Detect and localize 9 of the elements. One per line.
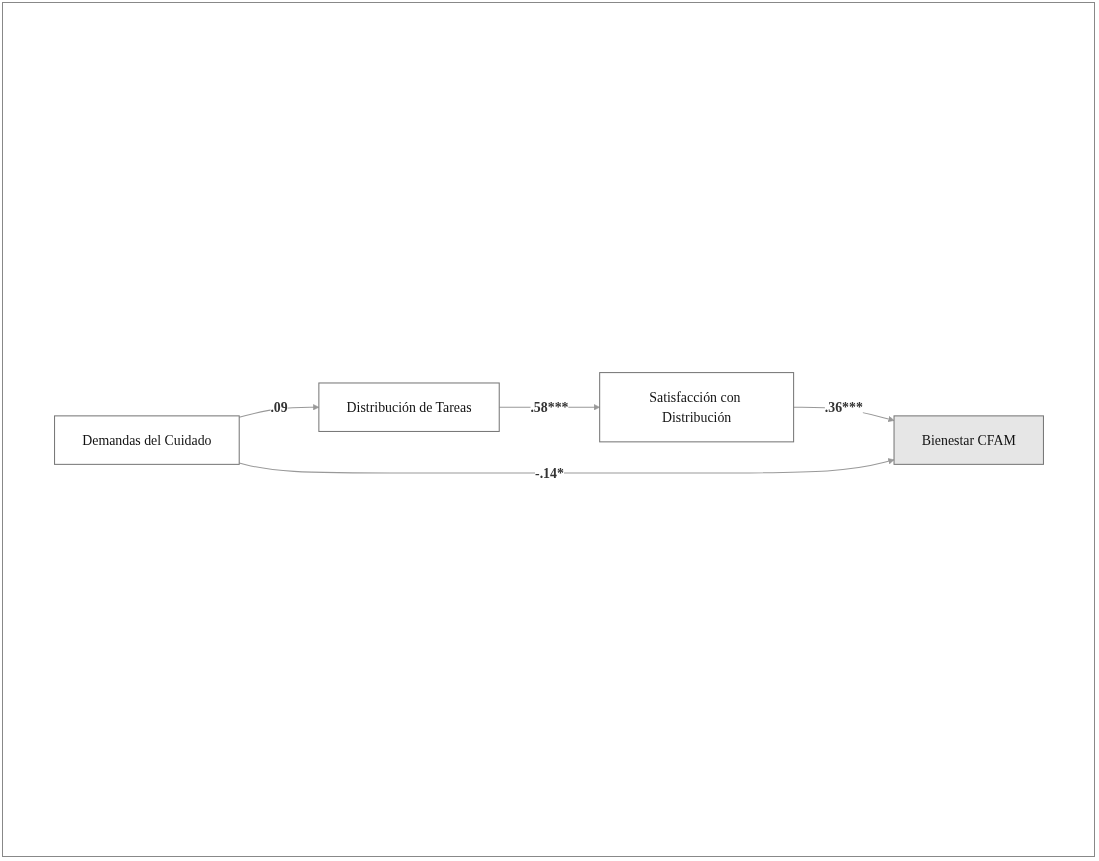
edge-label: .58*** <box>529 399 568 415</box>
arrow <box>238 457 894 474</box>
node-box: Satisfacción con Distribución <box>598 371 794 442</box>
edge-label: .36*** <box>824 399 863 415</box>
node-box: Distribución de Tareas <box>317 381 500 432</box>
edge-label: .09 <box>269 399 288 415</box>
node-box: Demandas del Cuidado <box>53 414 240 465</box>
edge-label: -.14* <box>534 464 564 481</box>
node-box: Bienestar CFAM <box>893 414 1044 465</box>
